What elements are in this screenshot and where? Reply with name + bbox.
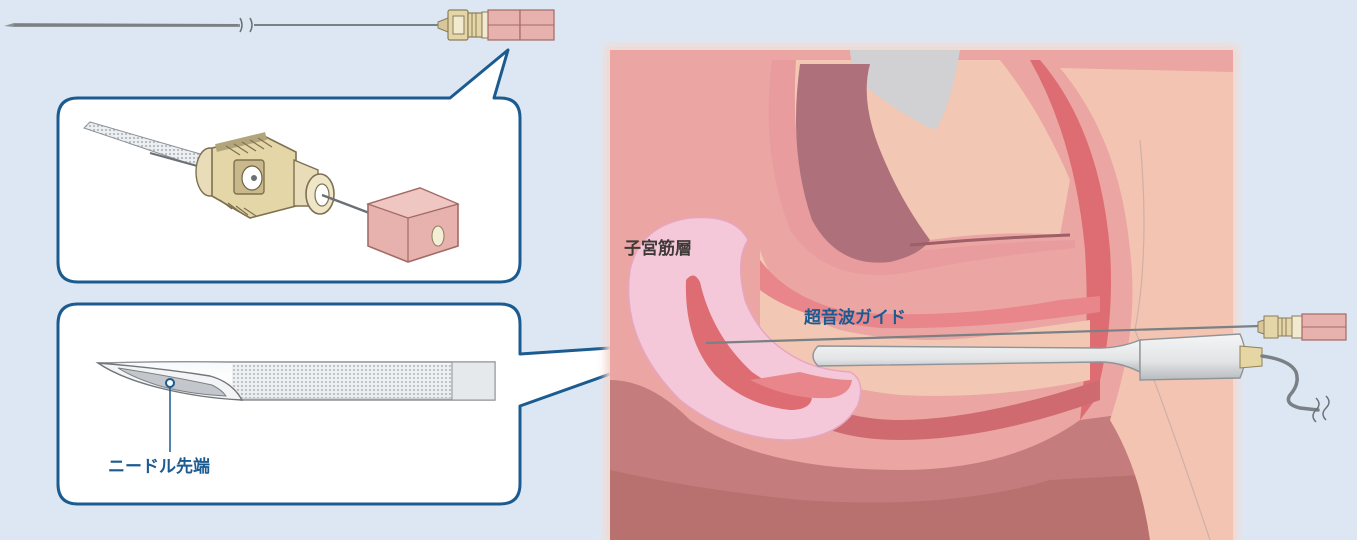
cable-break-icon	[1312, 395, 1330, 423]
needle-hub-icon	[437, 9, 555, 41]
ultrasound-guide-label: 超音波ガイド	[804, 307, 906, 328]
needle-hub-right-icon	[1257, 313, 1347, 341]
anatomy-cross-section: 子宮筋層 超音波ガイド	[605, 45, 1347, 540]
hub-closeup-callout	[56, 48, 522, 284]
myometrium-label: 子宮筋層	[624, 238, 692, 259]
needle-icon	[4, 17, 438, 33]
needle-tip-callout: ニードル先端	[56, 302, 702, 506]
ultrasound-probe-icon	[812, 333, 1320, 412]
needle-tip-label: ニードル先端	[108, 456, 210, 477]
